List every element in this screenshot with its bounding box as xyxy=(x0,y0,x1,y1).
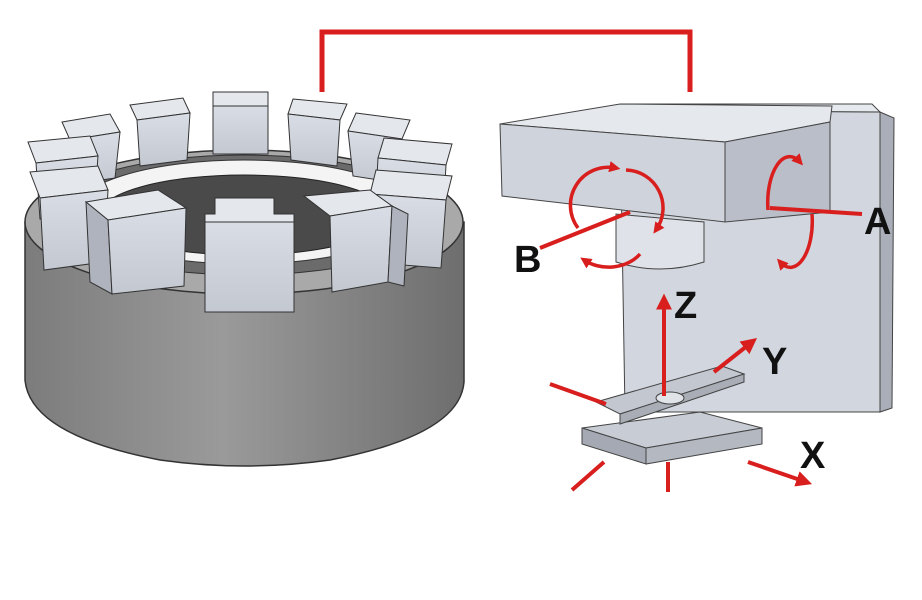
axis-annotations: A B Z Y X xyxy=(514,153,891,492)
tool-carousel xyxy=(24,91,465,467)
x-plate-side xyxy=(645,427,763,465)
axis-b-rotation-icon-upper xyxy=(568,161,621,230)
xy-stage xyxy=(581,365,763,465)
spindle-assembly xyxy=(499,103,895,465)
axis-y-line-back xyxy=(549,382,607,406)
axis-x-line-back xyxy=(570,460,606,492)
connector-line xyxy=(319,29,693,92)
axis-y-arrow-icon xyxy=(712,338,758,374)
axis-z-label: Z xyxy=(674,285,697,327)
axis-a-rotation-icon-lower xyxy=(776,213,815,271)
tool-holder-front-center xyxy=(204,197,295,313)
tool-holder-back-1 xyxy=(129,97,191,167)
tool-holder-back-3 xyxy=(287,98,348,167)
tool-holder-back-2 xyxy=(212,91,269,155)
tool-holder-front-right xyxy=(302,189,409,293)
stage-pin xyxy=(655,391,685,405)
column-side xyxy=(879,111,895,413)
axis-a-line xyxy=(769,206,863,216)
axis-a-rotation-icon-upper xyxy=(765,153,804,211)
axis-b-label: B xyxy=(514,239,541,281)
axis-b-line xyxy=(539,210,631,250)
axis-b-rotation-icon-right xyxy=(625,168,665,234)
axis-a-label: A xyxy=(864,201,891,243)
axis-x-label: X xyxy=(800,435,826,477)
axis-x-arrow-icon xyxy=(747,460,813,487)
axis-b-rotation-icon-lower xyxy=(580,252,642,269)
tool-holder-front-left xyxy=(84,189,188,295)
axis-y-label: Y xyxy=(762,341,787,383)
